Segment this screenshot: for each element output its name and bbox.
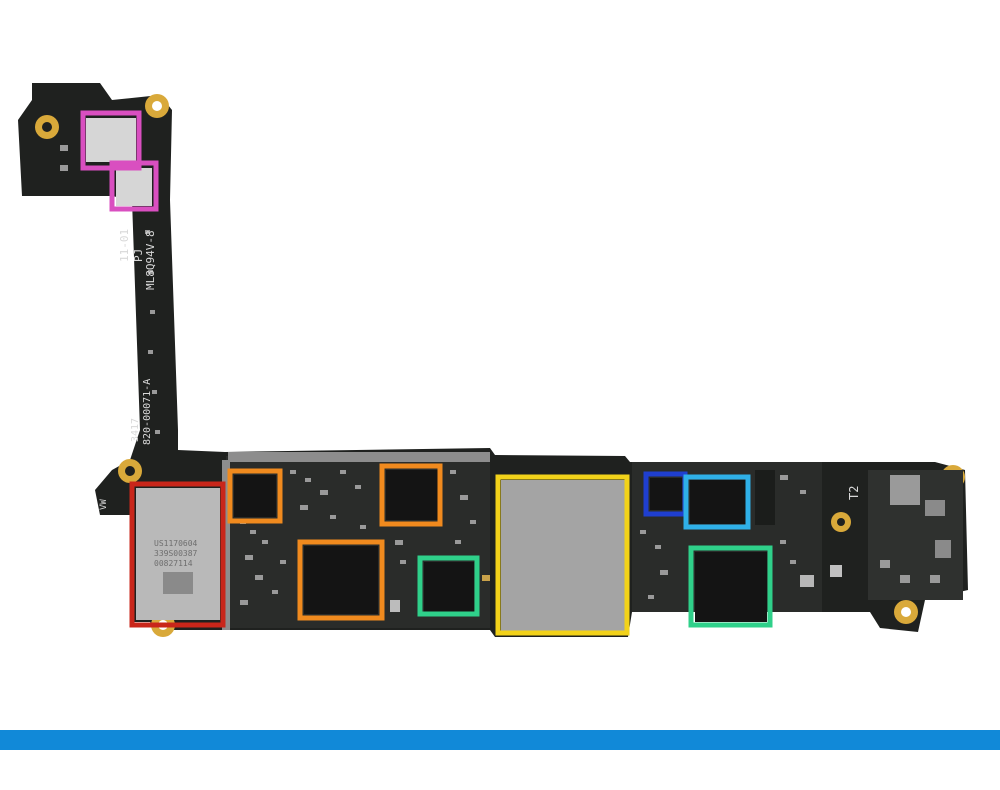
footer-brand: XZZ Schematics — [453, 752, 563, 767]
module-label: US1170604 339S00387 00827114 — [154, 539, 198, 594]
module-label-line2: 339S00387 — [154, 549, 198, 558]
highlight-orange-1 — [227, 468, 283, 524]
module-label-line1: US1170604 — [154, 539, 198, 548]
silk-mark: PJ — [132, 249, 145, 262]
module-label-line3: 00827114 — [154, 559, 193, 568]
highlight-lightblue — [683, 474, 751, 530]
highlight-orange-2 — [379, 463, 443, 527]
highlight-green-1 — [417, 555, 480, 617]
silk-vw: VW — [99, 499, 109, 510]
datamatrix-code — [163, 572, 193, 594]
footer-url: https://www.xzz.hk — [437, 772, 579, 787]
silk-rev: 11-01 — [118, 229, 131, 262]
highlight-orange-3 — [297, 539, 385, 621]
silkscreen-text: 11-01 PJ ML8Q94V-8 820-00071-A 3417 VW T… — [99, 229, 861, 510]
highlight-frames — [80, 110, 773, 636]
silk-t2: T2 — [847, 486, 861, 500]
silk-date: 3417 — [130, 418, 141, 442]
chips — [86, 118, 775, 632]
silk-board-id: ML8Q94V-8 — [144, 230, 157, 290]
highlight-magenta-2 — [109, 160, 159, 212]
smd-components — [60, 145, 951, 612]
footer-watermark-bar: XZZ Schematics https://www.xzz.hk — [0, 730, 1000, 787]
highlight-green-2 — [688, 545, 773, 628]
highlight-yellow — [495, 474, 630, 636]
logic-board-photo: 11-01 PJ ML8Q94V-8 820-00071-A 3417 VW T… — [18, 83, 968, 637]
highlight-red — [129, 481, 226, 628]
silk-part-number: 820-00071-A — [142, 379, 153, 445]
